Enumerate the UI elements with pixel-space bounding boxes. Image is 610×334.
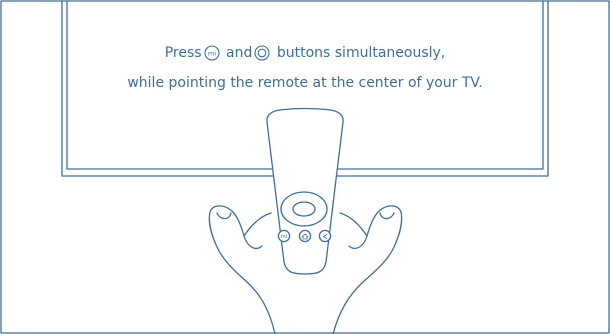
mi-button-icon-glyph: mi	[208, 49, 216, 57]
mi-button-icon: mi	[204, 44, 220, 70]
left-hand	[209, 206, 275, 334]
home-button-icon	[254, 44, 270, 70]
instruction-press-text: Press	[165, 45, 202, 61]
right-hand	[333, 206, 402, 334]
remote-mi-button-label: mi	[281, 234, 287, 240]
instruction-buttons-text: buttons simultaneously,	[272, 45, 445, 61]
instruction-line-2: while pointing the remote at the center …	[78, 70, 532, 96]
remote-control: mi	[267, 109, 343, 275]
remote-home-button	[299, 230, 310, 241]
instruction-and-text: and	[222, 45, 253, 61]
remote-ok-button	[293, 202, 315, 216]
